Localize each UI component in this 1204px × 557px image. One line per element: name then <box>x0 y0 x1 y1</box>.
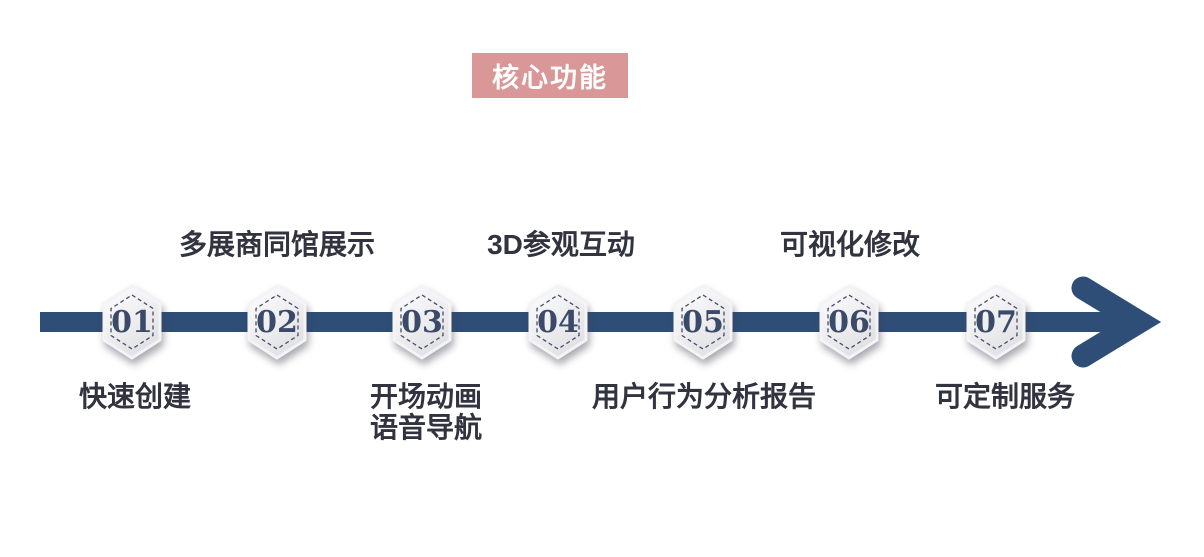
node-number: 03 <box>401 304 443 340</box>
timeline-node-04: 04 <box>525 284 591 360</box>
feature-label-text-line2: 语音导航 <box>369 412 483 443</box>
feature-label-text: 多展商同馆展示 <box>178 229 376 260</box>
hexagon-icon <box>102 284 162 360</box>
hexagon-icon <box>392 284 452 360</box>
hexagon-icon <box>673 284 733 360</box>
timeline-node-03: 03 <box>389 284 455 360</box>
feature-label-custom-service: 可定制服务 <box>935 381 1075 412</box>
feature-label-behavior-report: 用户行为分析报告 <box>592 381 816 412</box>
feature-label-text: 可定制服务 <box>934 381 1076 412</box>
arrowhead-icon <box>1071 276 1162 368</box>
node-number: 05 <box>682 304 724 340</box>
feature-label-text-line1: 开场动画 <box>369 381 483 412</box>
feature-label-visual-editing: 可视化修改 <box>780 229 920 260</box>
feature-label-multi-exhibitor: 多展商同馆展示 <box>179 229 375 260</box>
feature-label-text: 快速创建 <box>78 381 192 412</box>
feature-label-3d-tour: 3D参观互动 <box>487 229 635 260</box>
feature-label-opening-animation: 开场动画 语音导航 <box>370 381 482 443</box>
timeline-node-01: 01 <box>99 284 165 360</box>
node-number: 04 <box>537 304 579 340</box>
timeline-node-02: 02 <box>244 284 310 360</box>
node-number: 07 <box>975 304 1017 340</box>
page-title: 核心功能 <box>472 53 628 98</box>
hexagon-icon <box>819 284 879 360</box>
page-title-text: 核心功能 <box>492 63 608 94</box>
node-number: 01 <box>111 304 153 340</box>
node-number: 02 <box>256 304 298 340</box>
feature-label-text: 3D参观互动 <box>487 229 635 260</box>
feature-label-quick-create: 快速创建 <box>79 381 191 412</box>
feature-label-text: 可视化修改 <box>779 229 921 260</box>
hexagon-icon <box>966 284 1026 360</box>
timeline-node-06: 06 <box>816 284 882 360</box>
timeline-node-07: 07 <box>963 284 1029 360</box>
hexagon-icon <box>528 284 588 360</box>
hexagon-icon <box>247 284 307 360</box>
feature-label-text: 用户行为分析报告 <box>591 381 817 412</box>
node-number: 06 <box>828 304 870 340</box>
timeline-node-05: 05 <box>670 284 736 360</box>
